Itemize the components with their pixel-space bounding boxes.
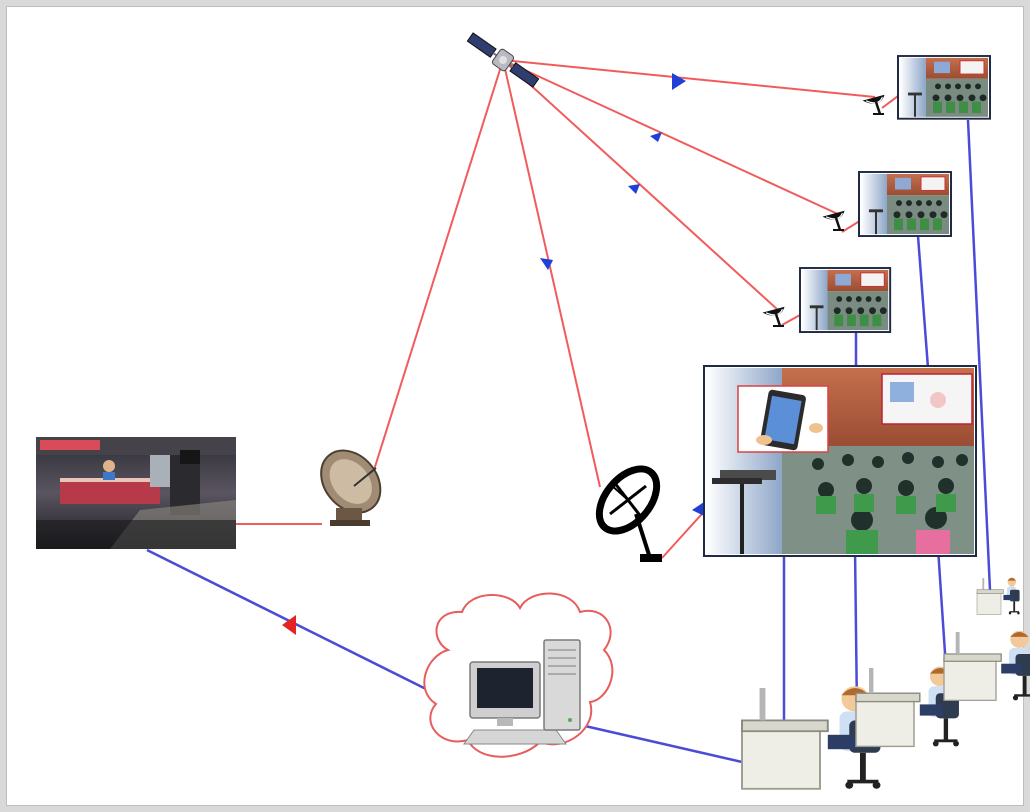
link-server-student-1 xyxy=(584,724,743,764)
link-satellite-classroom-2 xyxy=(502,59,841,216)
tv-studio-photo xyxy=(36,437,236,549)
link-classroom-student-2 xyxy=(853,547,859,713)
link-room1-student-4 xyxy=(966,119,992,591)
arrow-to-main-dish xyxy=(540,258,553,270)
satellite-icon xyxy=(466,32,540,88)
arrow-to-classroom-2 xyxy=(650,132,662,142)
link-satellite-main-dish xyxy=(502,59,601,488)
classroom-1 xyxy=(861,54,992,121)
arrow-to-classroom-3 xyxy=(628,184,640,194)
arrow-to-studio xyxy=(282,615,296,635)
classroom-2 xyxy=(821,170,953,238)
link-server-studio xyxy=(146,548,429,692)
classroom-3 xyxy=(761,266,892,334)
student-4 xyxy=(976,576,1021,616)
arrow-to-main-classroom xyxy=(692,502,704,516)
main-classroom xyxy=(703,365,977,557)
link-satellite-classroom-3 xyxy=(502,59,779,311)
link-satellite-classroom-1 xyxy=(502,59,876,98)
computer-cloud-icon xyxy=(423,592,614,758)
link-classroom-student-3 xyxy=(936,547,948,669)
satellite-dish-icon xyxy=(595,465,662,562)
link-room2-main xyxy=(916,235,930,369)
uplink-dish-icon xyxy=(320,449,382,526)
student-3 xyxy=(942,628,1030,703)
link-satellite-uplink xyxy=(373,59,504,471)
arrow-to-classroom-1 xyxy=(672,73,686,90)
